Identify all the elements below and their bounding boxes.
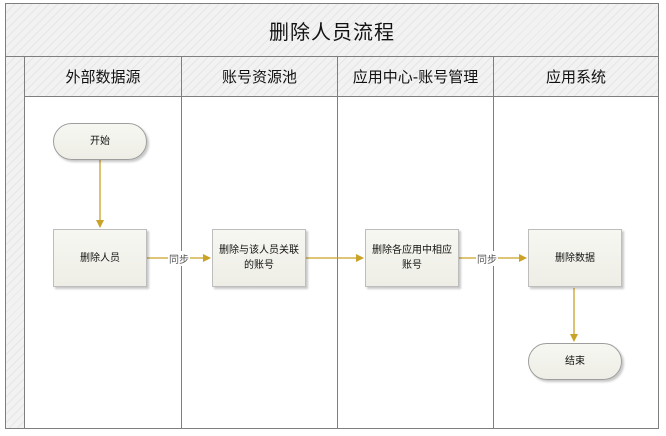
lane-side-strip (5, 57, 25, 429)
node-delete-app-accounts: 删除各应用中相应账号 (365, 229, 459, 287)
node-delete-person: 删除人员 (53, 229, 147, 287)
edge-label-sync-2: 同步 (476, 251, 498, 266)
node-end: 结束 (528, 343, 622, 380)
node-delete-accounts: 删除与该人员关联的账号 (212, 229, 306, 287)
lane-account-pool: 账号资源池 (182, 57, 338, 429)
lane-header-app-center: 应用中心-账号管理 (338, 57, 493, 97)
lane-header-account-pool: 账号资源池 (182, 57, 337, 97)
node-delete-data: 删除数据 (528, 229, 622, 287)
diagram-title: 删除人员流程 (5, 3, 659, 57)
lane-external-source: 外部数据源 (25, 57, 182, 429)
lane-app-system: 应用系统 (494, 57, 659, 429)
node-start: 开始 (53, 123, 147, 160)
lane-app-center: 应用中心-账号管理 (338, 57, 494, 429)
lane-header-app-system: 应用系统 (494, 57, 658, 97)
lane-header-external-source: 外部数据源 (25, 57, 181, 97)
edge-label-sync-1: 同步 (168, 251, 190, 266)
